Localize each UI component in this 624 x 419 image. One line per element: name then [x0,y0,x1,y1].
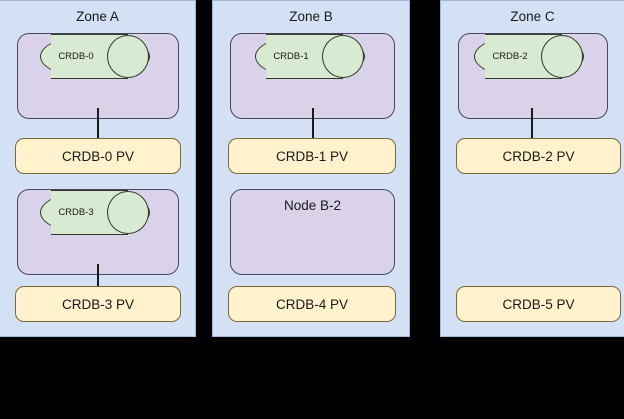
zone-b-label: Zone B [289,9,333,24]
cylinder-end-cap [541,35,583,78]
pv-crdb-3[interactable]: CRDB-3 PV [15,286,181,322]
cylinder-end-cap [322,35,364,78]
node-b-2-label: Node B-2 [283,198,342,213]
crdb-1-label: CRDB-1 [273,51,309,62]
pv-crdb-0[interactable]: CRDB-0 PV [15,138,181,174]
zone-a-container[interactable]: Zone A Node A-1 CRDB-0 CRDB-0 PV Node A-… [0,0,196,337]
connector-crdb-3-to-pv [97,264,99,295]
zone-a-label: Zone A [76,9,119,24]
zone-c-label: Zone C [510,9,555,24]
crdb-1-cylinder[interactable]: CRDB-1 [255,34,365,79]
connector-crdb-2-to-pv [531,108,533,139]
crdb-2-label: CRDB-2 [492,51,528,62]
connector-crdb-1-to-pv [312,108,314,139]
pv-crdb-4[interactable]: CRDB-4 PV [228,286,396,322]
zone-c-container[interactable]: Zone C Node C-1 CRDB-2 CRDB-2 PV CRDB-5 … [440,0,624,337]
cylinder-end-cap [107,35,149,78]
pv-crdb-1[interactable]: CRDB-1 PV [228,138,396,174]
zone-b-container[interactable]: Zone B Node B-1 CRDB-1 CRDB-1 PV Node B-… [212,0,410,337]
pv-crdb-2[interactable]: CRDB-2 PV [456,138,621,174]
node-b-2[interactable]: Node B-2 [230,189,395,275]
crdb-3-label: CRDB-3 [58,207,94,218]
pv-crdb-5[interactable]: CRDB-5 PV [456,286,621,322]
connector-crdb-0-to-pv [97,108,99,139]
crdb-0-cylinder[interactable]: CRDB-0 [40,34,150,79]
crdb-3-cylinder[interactable]: CRDB-3 [40,190,150,235]
crdb-0-label: CRDB-0 [58,51,94,62]
crdb-2-cylinder[interactable]: CRDB-2 [474,34,584,79]
cylinder-end-cap [107,191,149,234]
